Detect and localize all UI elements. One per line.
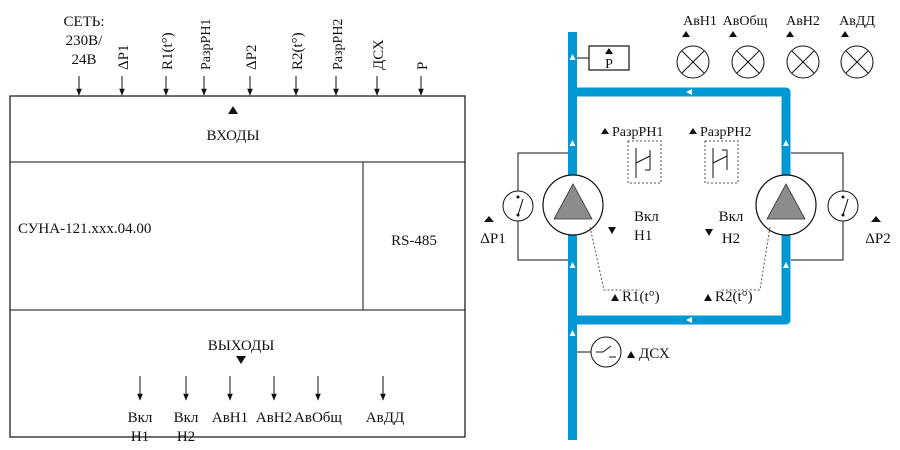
input-dsx-label: ДСХ <box>371 39 387 70</box>
output-on1-label-2: Н1 <box>131 429 149 445</box>
inputs-title: ВХОДЫ <box>206 128 259 144</box>
output-arrows <box>137 376 386 401</box>
output-on2-label-2: Н2 <box>177 429 195 445</box>
outputs-title: ВЫХОДЫ <box>208 338 275 354</box>
output-avdd-label: АвДД <box>366 410 404 426</box>
dsx-label: ДСХ <box>639 346 670 362</box>
controller-block: СЕТЬ: 230В/ 24В ΔР1 R1(t°) РазрРН1 ΔР2 R… <box>9 14 466 445</box>
output-av1-label: АвН1 <box>212 410 248 426</box>
pipe-network <box>568 32 791 440</box>
input-p-label: Р <box>415 62 431 70</box>
output-on2-label-1: Вкл <box>174 410 199 426</box>
lamp-avdd-label: АвДД <box>839 14 875 29</box>
r1-lead <box>589 226 640 291</box>
lamp-avall-icon <box>731 45 765 79</box>
p-sensor-up-icon <box>605 48 613 54</box>
on1-label-1: Вкл <box>634 209 659 225</box>
lamp-av1-icon <box>676 45 710 79</box>
r2-lead <box>720 226 771 291</box>
lamp-av2-label: АвН2 <box>786 14 820 29</box>
on2-label-2: Н2 <box>722 231 740 247</box>
perm2-contact-icon <box>704 140 739 184</box>
perm1-label: РазрРН1 <box>612 125 663 140</box>
interface-label: RS-485 <box>391 233 437 249</box>
flow-arrows <box>569 54 789 336</box>
dp1-label: ΔР1 <box>480 231 506 247</box>
controller-model: СУНА-121.xxx.04.00 <box>18 221 151 237</box>
input-perm2-label: РазрРН2 <box>331 19 346 70</box>
pump-1-icon <box>542 174 604 236</box>
lamp-av2-icon <box>786 45 820 79</box>
controller-frame <box>9 95 466 438</box>
input-power-label-2: 230В/ <box>66 33 104 49</box>
inputs-up-icon <box>228 106 238 114</box>
lamp-avall-label: АвОбщ <box>723 14 768 29</box>
dp2-label: ΔР2 <box>865 231 891 247</box>
p-sensor-label: Р <box>605 57 613 72</box>
input-dp2-label: ΔР2 <box>244 45 260 71</box>
dsx-switch-icon <box>590 336 622 368</box>
input-r2-label: R2(t°) <box>290 32 306 70</box>
input-perm1-label: РазрРН1 <box>199 19 214 70</box>
hydraulic-scheme: АвН1 АвОбщ АвН2 АвДД <box>480 14 891 440</box>
lamp-av1-label: АвН1 <box>683 14 717 29</box>
dp2-switch-icon <box>827 190 859 222</box>
pump-2-icon <box>755 174 817 236</box>
lamp-avdd-icon <box>840 45 874 79</box>
output-avall-label: АвОбщ <box>294 410 342 426</box>
input-arrows <box>76 76 424 96</box>
input-r1-label: R1(t°) <box>160 32 176 70</box>
on2-label-1: Вкл <box>719 209 744 225</box>
output-on1-label-1: Вкл <box>128 410 153 426</box>
input-power-label-1: СЕТЬ: <box>63 14 104 30</box>
input-power-label-3: 24В <box>71 52 96 68</box>
dp1-switch-icon <box>502 190 534 222</box>
output-av2-label: АвН2 <box>256 410 292 426</box>
r1-label: R1(t°) <box>622 289 660 305</box>
outputs-down-icon <box>236 356 246 364</box>
perm1-contact-icon <box>627 140 662 184</box>
on1-label-2: Н1 <box>634 228 652 244</box>
perm2-label: РазрРН2 <box>700 125 751 140</box>
r2-label: R2(t°) <box>715 289 753 305</box>
input-dp1-label: ΔР1 <box>116 45 132 71</box>
